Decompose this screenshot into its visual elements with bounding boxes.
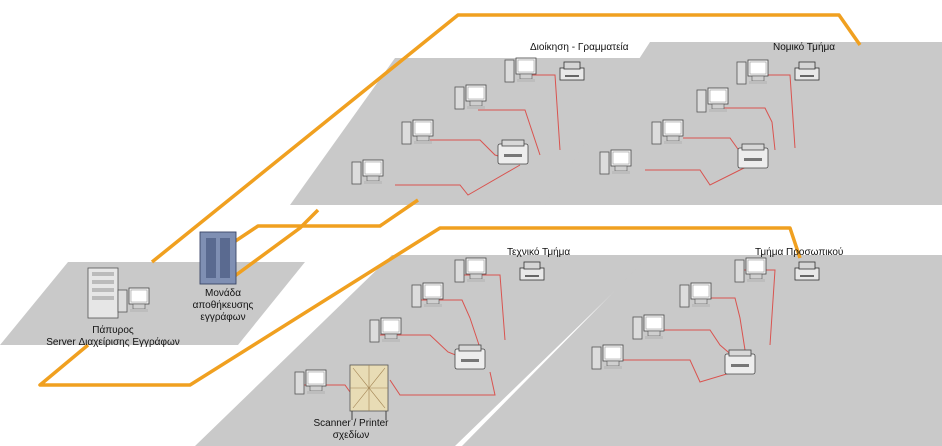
zone-title-legal: Νομικό Τμήμα [773, 42, 836, 53]
storage-label-line1: Μονάδα [204, 288, 242, 299]
server-label-line1: Πάπυρος [92, 325, 134, 336]
storage-unit [199, 231, 237, 285]
zone-floor-personnel [462, 255, 942, 446]
zone-floor-legal [545, 42, 942, 205]
storage-label: Μονάδα αποθήκευσης εγγράφων [186, 288, 260, 324]
lan-cables [295, 74, 796, 396]
scanner-label-line2: σχεδίων [332, 430, 370, 441]
scanner-label-line1: Scanner / Printer [313, 418, 389, 429]
server-label-line2: Server Διαχείρισης Εγγράφων [46, 337, 180, 348]
server-devices [87, 231, 237, 319]
zone-title-technical: Τεχνικό Τμήμα [507, 247, 571, 258]
plotter [349, 364, 389, 420]
server-tower [87, 267, 119, 319]
zone-title-admin: Διοίκηση - Γραμματεία [530, 42, 629, 53]
zone-floor-technical [195, 255, 652, 446]
storage-label-line3: εγγράφων [200, 312, 246, 323]
server-label: Πάπυρος Server Διαχείρισης Εγγράφων [18, 325, 208, 349]
zone-title-personnel: Τμήμα Προσωπικού [755, 247, 844, 258]
technical-devices [294, 257, 545, 420]
storage-label-line2: αποθήκευσης [192, 300, 254, 311]
scanner-label: Scanner / Printer σχεδίων [296, 418, 406, 442]
